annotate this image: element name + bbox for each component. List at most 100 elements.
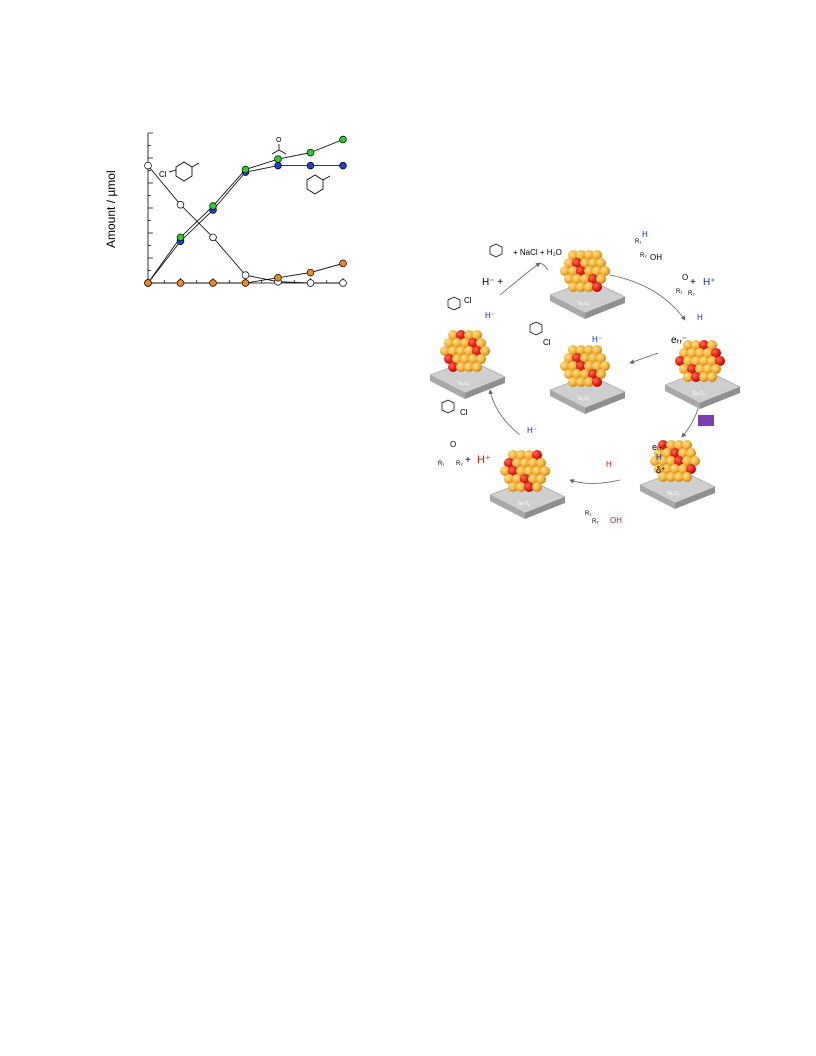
electron-label-2: eₜᵣ⁻ — [652, 442, 667, 452]
data-point-s0-5 — [306, 279, 315, 287]
support-side-right — [675, 487, 715, 509]
atom-7 — [678, 448, 688, 458]
atom-1 — [576, 250, 586, 260]
atom-15 — [564, 369, 574, 379]
data-point-s0-0 — [144, 161, 152, 170]
atom-16 — [662, 464, 672, 474]
plus-sign-left: + — [465, 455, 471, 466]
atom-21 — [576, 282, 586, 292]
oh-label-top: OH — [650, 253, 662, 262]
support-side-left — [490, 495, 525, 519]
line-chart: Cl O — [144, 132, 347, 287]
atom-1 — [516, 450, 526, 460]
structure-toluene — [306, 174, 331, 195]
support-label: Ta₂O₅ — [517, 501, 530, 507]
atom-11 — [576, 266, 586, 276]
support-label: Ta₂O₅ — [457, 381, 470, 387]
atom-22 — [584, 282, 594, 292]
series-line-1 — [147, 165, 343, 284]
structure-chlorotoluene: Cl — [159, 161, 200, 182]
r2-label-top: R₂ — [640, 253, 647, 259]
atom-6 — [460, 338, 470, 348]
atom-16 — [687, 364, 697, 374]
atom-6 — [580, 353, 590, 363]
atom-8 — [476, 338, 486, 348]
atom-22 — [464, 362, 474, 372]
atom-1 — [456, 330, 466, 340]
atom-20 — [658, 472, 668, 482]
atom-20 — [448, 362, 458, 372]
atom-3 — [682, 440, 692, 450]
atom-2 — [464, 330, 474, 340]
h-label-top: H — [642, 230, 648, 239]
ring-structures — [441, 243, 543, 414]
support-side-right — [525, 497, 565, 519]
atom-9 — [650, 456, 660, 466]
atom-12 — [699, 356, 709, 366]
atom-10 — [568, 361, 578, 371]
atom-17 — [670, 464, 680, 474]
r1-label-bottom: R₁ — [585, 511, 591, 517]
support-side-right — [585, 297, 625, 319]
atom-18 — [588, 274, 598, 284]
atom-7 — [588, 353, 598, 363]
atom-19 — [536, 474, 546, 484]
proton-product-left: H⁺ — [477, 454, 491, 466]
atom-4 — [564, 353, 574, 363]
atom-10 — [658, 456, 668, 466]
data-point-s3-6 — [339, 259, 347, 268]
r1-label-right: R₁ — [676, 289, 682, 295]
atom-10 — [568, 266, 578, 276]
atom-14 — [480, 346, 490, 356]
atom-23 — [682, 472, 692, 482]
atom-20 — [568, 377, 578, 387]
catalyst-cluster-4: Ta₂O₅ — [429, 330, 506, 399]
atom-12 — [464, 346, 474, 356]
atom-4 — [504, 458, 514, 468]
atom-17 — [695, 364, 705, 374]
h-label-2: H — [656, 453, 662, 462]
atom-1 — [691, 340, 701, 350]
support-label: Ta₂O₅ — [577, 396, 590, 402]
cl-label-bottom: Cl — [460, 408, 468, 417]
atom-3 — [472, 330, 482, 340]
atom-14 — [600, 266, 610, 276]
oh-label-bottom: OH — [610, 516, 622, 525]
atom-17 — [580, 274, 590, 284]
atom-5 — [572, 258, 582, 268]
atom-8 — [536, 458, 546, 468]
series-points — [144, 135, 347, 287]
o-label-left: O — [450, 440, 456, 449]
atom-11 — [666, 456, 676, 466]
atom-17 — [580, 369, 590, 379]
data-point-s0-1 — [176, 200, 185, 209]
atom-15 — [564, 274, 574, 284]
atom-5 — [662, 448, 672, 458]
atom-9 — [675, 356, 685, 366]
atom-19 — [686, 464, 696, 474]
h-minus-bottom: H⁻ — [527, 426, 537, 435]
oxygen-label: O — [276, 137, 282, 144]
data-point-s3-5 — [306, 268, 315, 277]
atom-11 — [576, 361, 586, 371]
atom-16 — [452, 354, 462, 364]
series-line-2 — [147, 139, 344, 284]
electron-label-1: eₜᵣ⁻ — [671, 335, 687, 346]
data-point-s3-1 — [176, 279, 185, 287]
support-side-left — [665, 385, 700, 409]
h-minus-center: H⁻ — [592, 335, 602, 344]
atom-23 — [532, 482, 542, 492]
atom-21 — [576, 377, 586, 387]
atom-18 — [703, 364, 713, 374]
atom-0 — [568, 250, 578, 260]
data-point-s1-6 — [339, 161, 347, 170]
atom-13 — [682, 456, 692, 466]
atom-4 — [444, 338, 454, 348]
r1-label-top: R₁ — [635, 239, 641, 245]
atom-0 — [568, 345, 578, 355]
atom-6 — [580, 258, 590, 268]
atom-18 — [468, 354, 478, 364]
r2-label-right: R₂ — [688, 291, 695, 297]
atom-14 — [715, 356, 725, 366]
